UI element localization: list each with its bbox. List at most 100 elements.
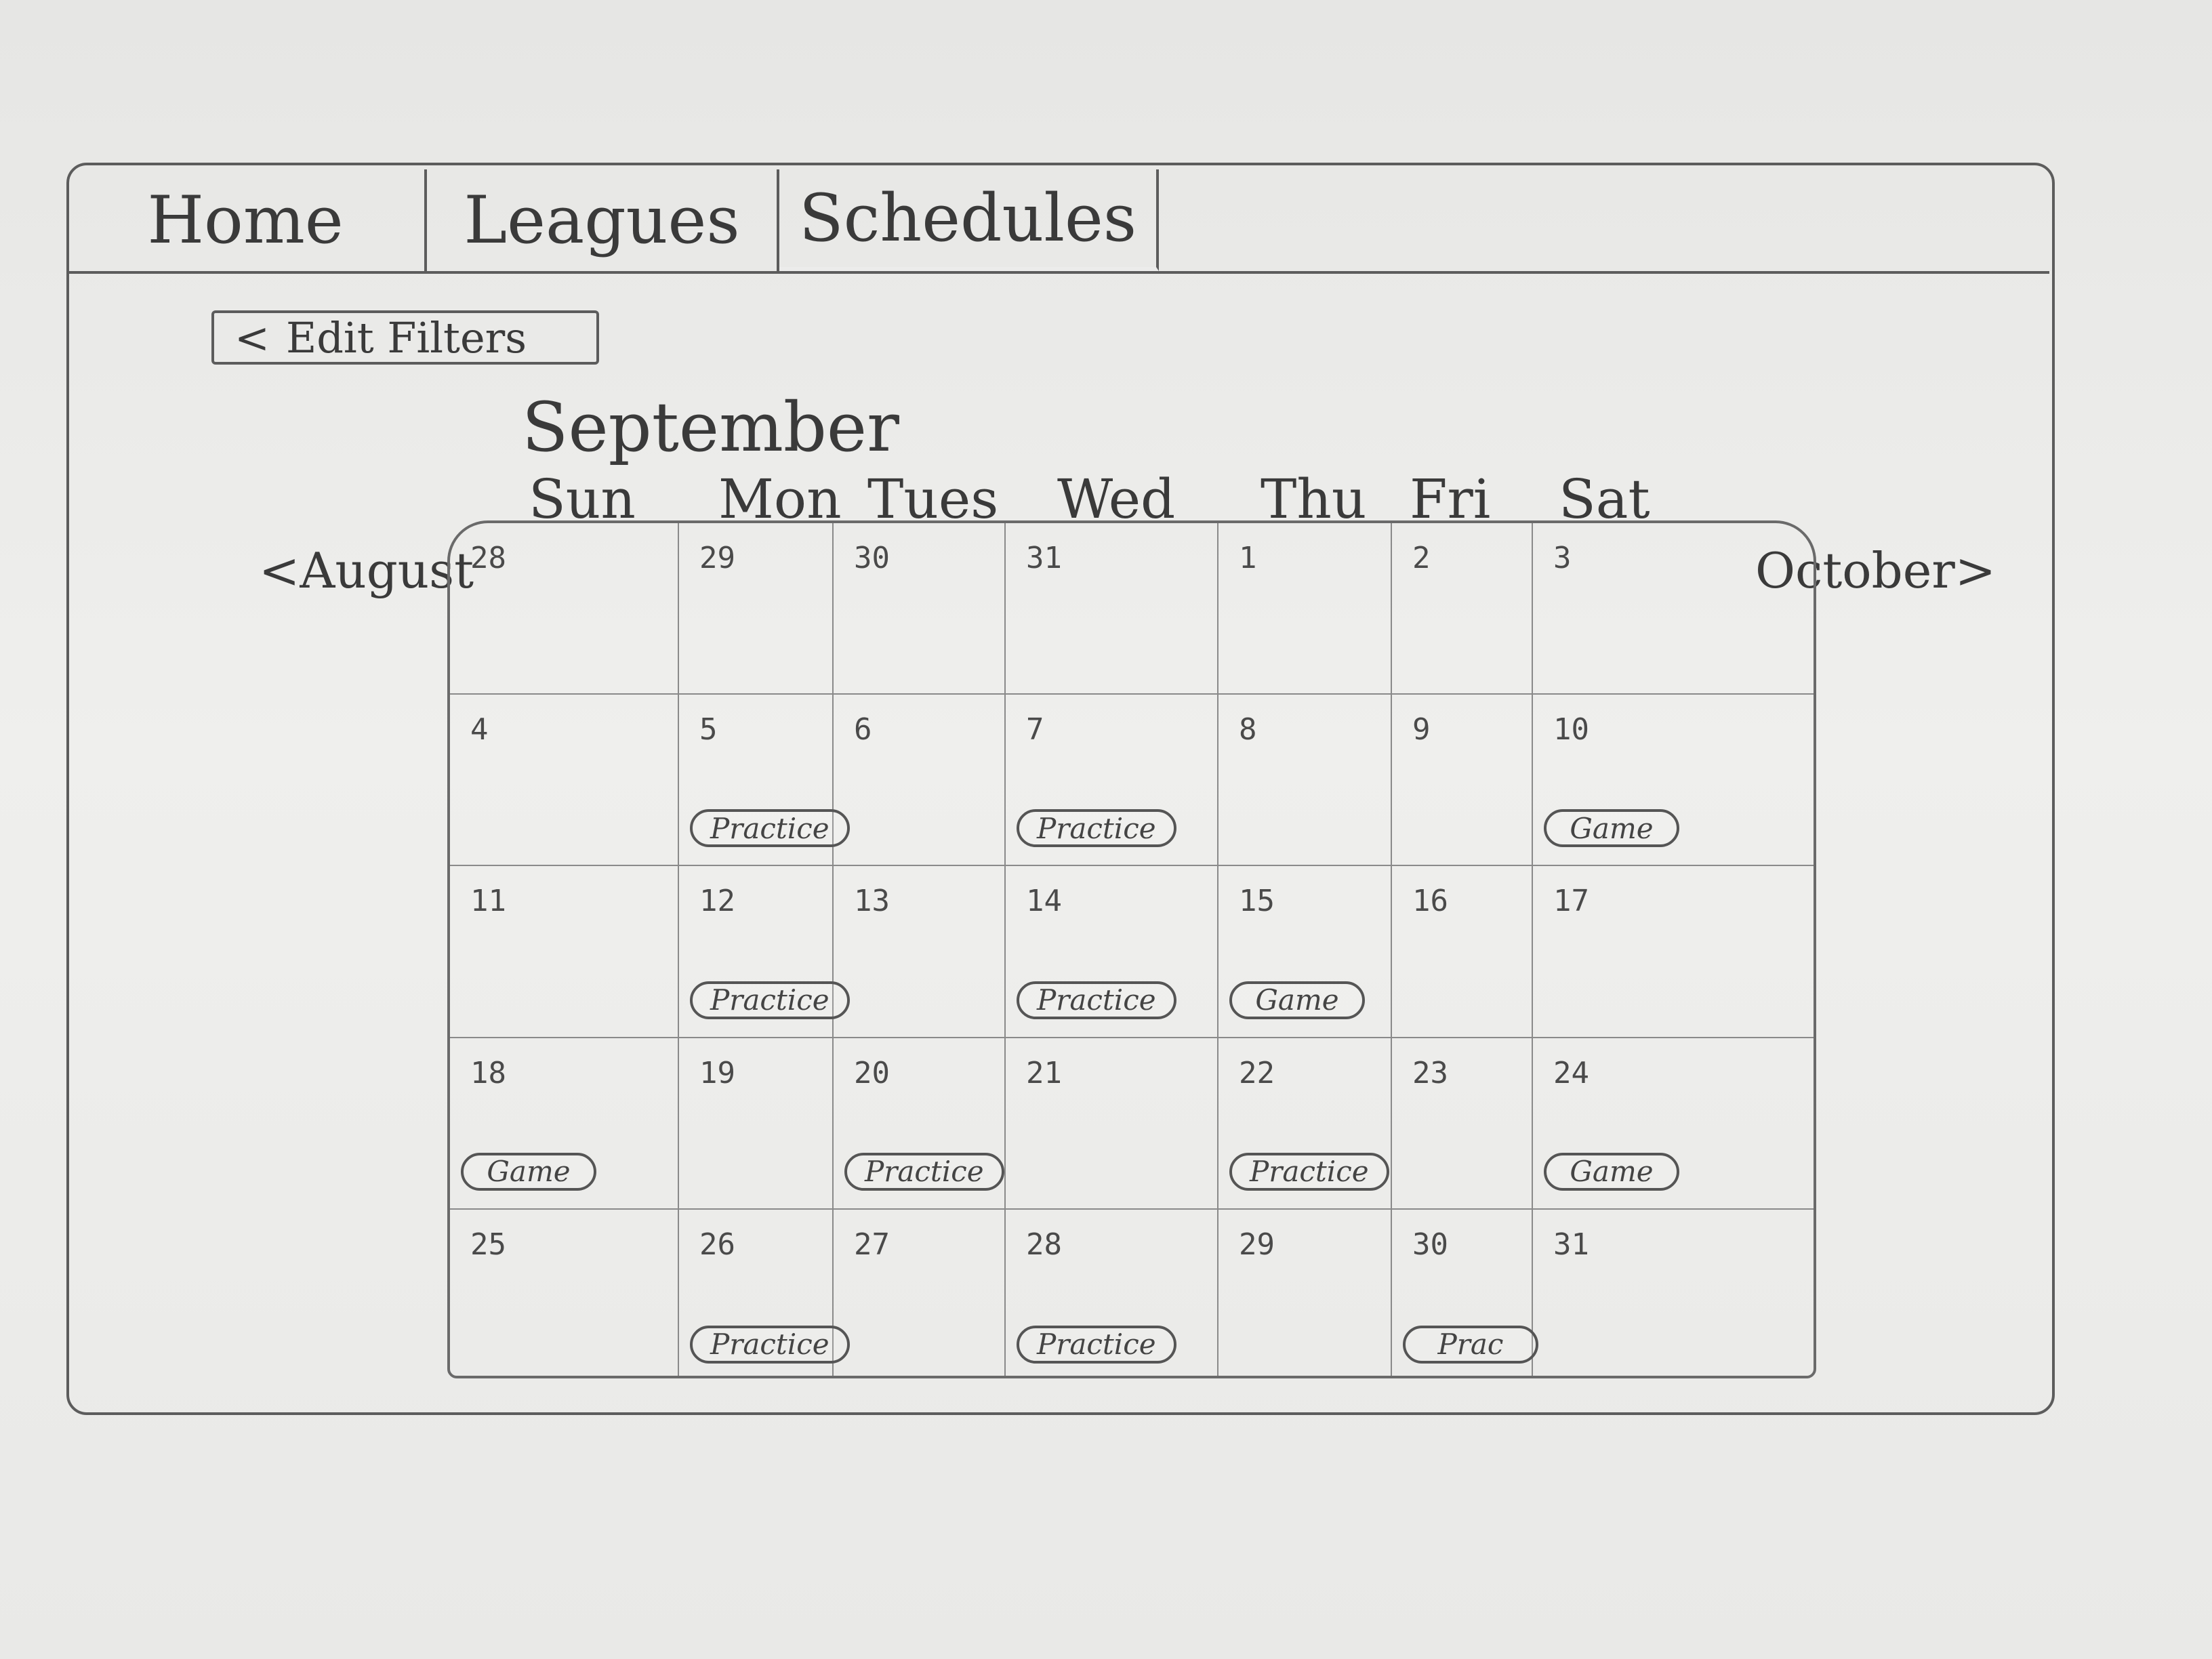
day-number: 4 — [470, 712, 489, 747]
calendar-day-cell[interactable]: 25 — [450, 1209, 679, 1376]
calendar-day-cell[interactable]: 2 — [1392, 523, 1533, 695]
day-number: 21 — [1026, 1055, 1062, 1090]
calendar-day-cell[interactable]: 4 — [450, 695, 679, 867]
day-number: 30 — [1412, 1227, 1448, 1262]
weekday-thu: Thu — [1261, 468, 1367, 531]
day-number: 6 — [854, 712, 872, 747]
day-number: 31 — [1026, 541, 1062, 575]
calendar-day-cell[interactable]: 19 — [679, 1038, 834, 1210]
day-number: 8 — [1239, 712, 1257, 747]
event-chip-practice[interactable]: Practice — [1017, 981, 1176, 1019]
day-number: 19 — [699, 1055, 735, 1090]
calendar-day-cell[interactable]: 8 — [1218, 695, 1392, 867]
edit-filters-label: Edit Filters — [285, 312, 527, 363]
weekday-sun: Sun — [529, 468, 636, 531]
calendar-day-cell[interactable]: 29 — [1218, 1209, 1392, 1376]
calendar-day-cell[interactable]: 17 — [1533, 866, 1814, 1038]
calendar-day-cell[interactable]: 13 — [834, 866, 1006, 1038]
day-number: 20 — [854, 1055, 890, 1090]
day-number: 3 — [1553, 541, 1572, 575]
event-chip-prac[interactable]: Prac — [1403, 1325, 1538, 1364]
tab-home[interactable]: Home — [66, 169, 427, 271]
month-title: September — [522, 388, 899, 467]
edit-filters-button[interactable]: < Edit Filters — [211, 310, 599, 365]
calendar-day-cell[interactable]: 1 — [1218, 523, 1392, 695]
day-number: 17 — [1553, 884, 1589, 919]
event-chip-practice[interactable]: Practice — [1229, 1152, 1389, 1191]
day-number: 26 — [699, 1227, 735, 1262]
day-number: 15 — [1239, 884, 1275, 919]
event-chip-practice[interactable]: Practice — [690, 1325, 850, 1364]
day-number: 22 — [1239, 1055, 1275, 1090]
calendar-day-cell[interactable]: 28 — [450, 523, 679, 695]
day-number: 13 — [854, 884, 890, 919]
calendar-day-cell[interactable]: 31 — [1533, 1210, 1814, 1376]
event-chip-game[interactable]: Game — [1229, 981, 1365, 1019]
day-number: 28 — [1026, 1227, 1062, 1262]
day-number: 30 — [854, 541, 890, 575]
day-number: 25 — [470, 1227, 506, 1262]
day-number: 24 — [1553, 1055, 1589, 1090]
day-number: 31 — [1553, 1227, 1589, 1262]
day-number: 14 — [1026, 884, 1062, 919]
day-number: 12 — [699, 884, 735, 919]
event-chip-practice[interactable]: Practice — [1017, 809, 1176, 848]
calendar-day-cell[interactable]: 16 — [1392, 866, 1533, 1038]
calendar-day-cell[interactable]: 3 — [1533, 523, 1814, 695]
tab-leagues-label: Leagues — [464, 182, 740, 258]
tab-schedules[interactable]: Schedules — [779, 169, 1159, 271]
top-nav: Home Leagues Schedules — [66, 169, 2049, 274]
calendar-day-cell[interactable]: 9 — [1392, 695, 1533, 867]
weekday-fri: Fri — [1410, 468, 1491, 531]
event-chip-practice[interactable]: Practice — [1017, 1325, 1176, 1364]
weekday-tues: Tues — [867, 468, 999, 531]
day-number: 23 — [1412, 1055, 1448, 1090]
event-chip-practice[interactable]: Practice — [690, 981, 850, 1019]
event-chip-practice[interactable]: Practice — [844, 1152, 1004, 1191]
calendar-day-cell[interactable]: 21 — [1006, 1038, 1218, 1210]
prev-month-link[interactable]: <August — [259, 542, 474, 599]
day-number: 5 — [699, 712, 718, 747]
calendar-day-cell[interactable]: 30 — [834, 523, 1006, 695]
day-number: 1 — [1239, 541, 1257, 575]
day-number: 27 — [854, 1227, 890, 1262]
day-number: 29 — [1239, 1227, 1275, 1262]
calendar-day-cell[interactable]: 23 — [1392, 1038, 1533, 1210]
calendar-day-cell[interactable]: 6 — [834, 695, 1006, 867]
calendar-day-cell[interactable]: 27 — [834, 1209, 1006, 1376]
event-chip-game[interactable]: Game — [1544, 1152, 1679, 1191]
day-number: 28 — [470, 541, 506, 575]
event-chip-game[interactable]: Game — [461, 1152, 596, 1191]
weekday-wed: Wed — [1057, 468, 1176, 531]
calendar-day-cell[interactable]: 29 — [679, 523, 834, 695]
weekday-mon: Mon — [718, 468, 842, 531]
tab-leagues[interactable]: Leagues — [427, 169, 779, 271]
day-number: 18 — [470, 1055, 506, 1090]
tab-home-label: Home — [147, 182, 344, 258]
day-number: 10 — [1553, 712, 1589, 747]
tab-schedules-label: Schedules — [798, 180, 1137, 256]
day-number: 9 — [1412, 712, 1431, 747]
chevron-left-icon: < — [234, 312, 270, 363]
event-chip-practice[interactable]: Practice — [690, 809, 850, 848]
calendar-day-cell[interactable]: 11 — [450, 866, 679, 1038]
weekday-sat: Sat — [1559, 468, 1650, 531]
day-number: 7 — [1026, 712, 1044, 747]
event-chip-game[interactable]: Game — [1544, 809, 1679, 848]
calendar-day-cell[interactable]: 31 — [1006, 523, 1218, 695]
